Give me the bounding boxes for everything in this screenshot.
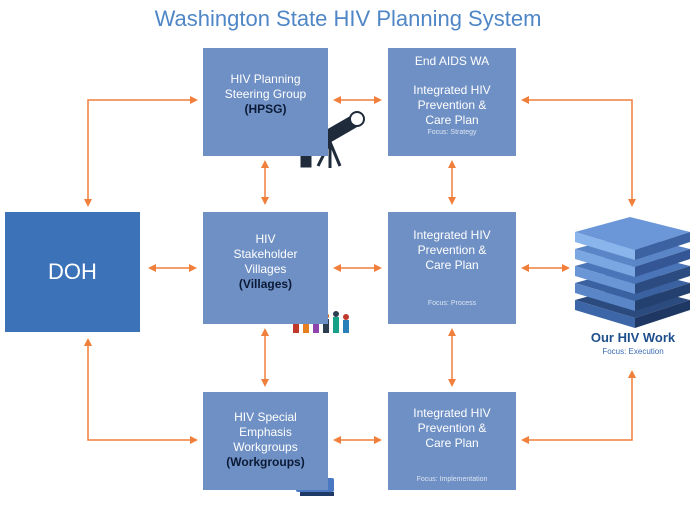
doh-to-workgroups-arrow: [84, 338, 198, 444]
plan-top-to-work-arrow: [521, 96, 636, 207]
plan-bot-box: Integrated HIV Prevention & Care Plan Fo…: [388, 392, 516, 490]
doh-to-hpsg-arrow: [84, 96, 198, 207]
hpsg-box: HIV Planning Steering Group (HPSG): [203, 48, 328, 156]
villages-line2: Stakeholder: [233, 247, 298, 261]
plan-top-header: End AIDS WA: [414, 54, 490, 68]
workgroups-line3: Workgroups: [233, 440, 298, 454]
plan-top-box: End AIDS WA Integrated HIV Prevention & …: [388, 48, 516, 156]
work-caption: Our HIV Work Focus: Execution: [578, 330, 688, 356]
plan-mid-line1: Integrated HIV: [413, 228, 491, 242]
plan-mid-line2: Prevention &: [417, 243, 487, 257]
hpsg-line2: Steering Group: [224, 87, 307, 101]
work-focus: Focus: Execution: [602, 347, 664, 356]
plan-top-line3: Care Plan: [425, 113, 479, 127]
plan-mid-line3: Care Plan: [425, 258, 479, 272]
hpsg-line1: HIV Planning: [230, 72, 301, 86]
plan-mid-focus: Focus: Process: [427, 300, 477, 307]
workgroups-line1: HIV Special: [234, 410, 297, 424]
workgroups-line2: Emphasis: [239, 425, 292, 439]
villages-abbr: (Villages): [238, 277, 293, 291]
plan-bot-to-work-arrow: [521, 370, 636, 444]
plan-top-line2: Prevention &: [417, 98, 487, 112]
workgroups-box: HIV Special Emphasis Workgroups (Workgro…: [203, 392, 328, 490]
plan-bot-line2: Prevention &: [417, 421, 487, 435]
workgroups-abbr: (Workgroups): [226, 455, 305, 469]
plan-top-focus: Focus: Strategy: [427, 129, 477, 136]
plan-top-line1: Integrated HIV: [413, 83, 491, 97]
plan-bot-line3: Care Plan: [425, 436, 479, 450]
work-label: Our HIV Work: [590, 330, 676, 345]
stacked-books-icon: [575, 217, 690, 328]
villages-line3: Villages: [244, 262, 287, 276]
plan-bot-focus: Focus: Implementation: [416, 476, 488, 483]
villages-box: HIV Stakeholder Villages (Villages): [203, 212, 328, 324]
doh-box: DOH: [5, 212, 140, 332]
plan-bot-line1: Integrated HIV: [413, 406, 491, 420]
villages-line1: HIV: [255, 232, 276, 246]
hpsg-abbr: (HPSG): [244, 102, 287, 116]
doh-label: DOH: [48, 259, 97, 284]
diagram-title: Washington State HIV Planning System: [154, 6, 542, 31]
plan-mid-box: Integrated HIV Prevention & Care Plan Fo…: [388, 212, 516, 324]
